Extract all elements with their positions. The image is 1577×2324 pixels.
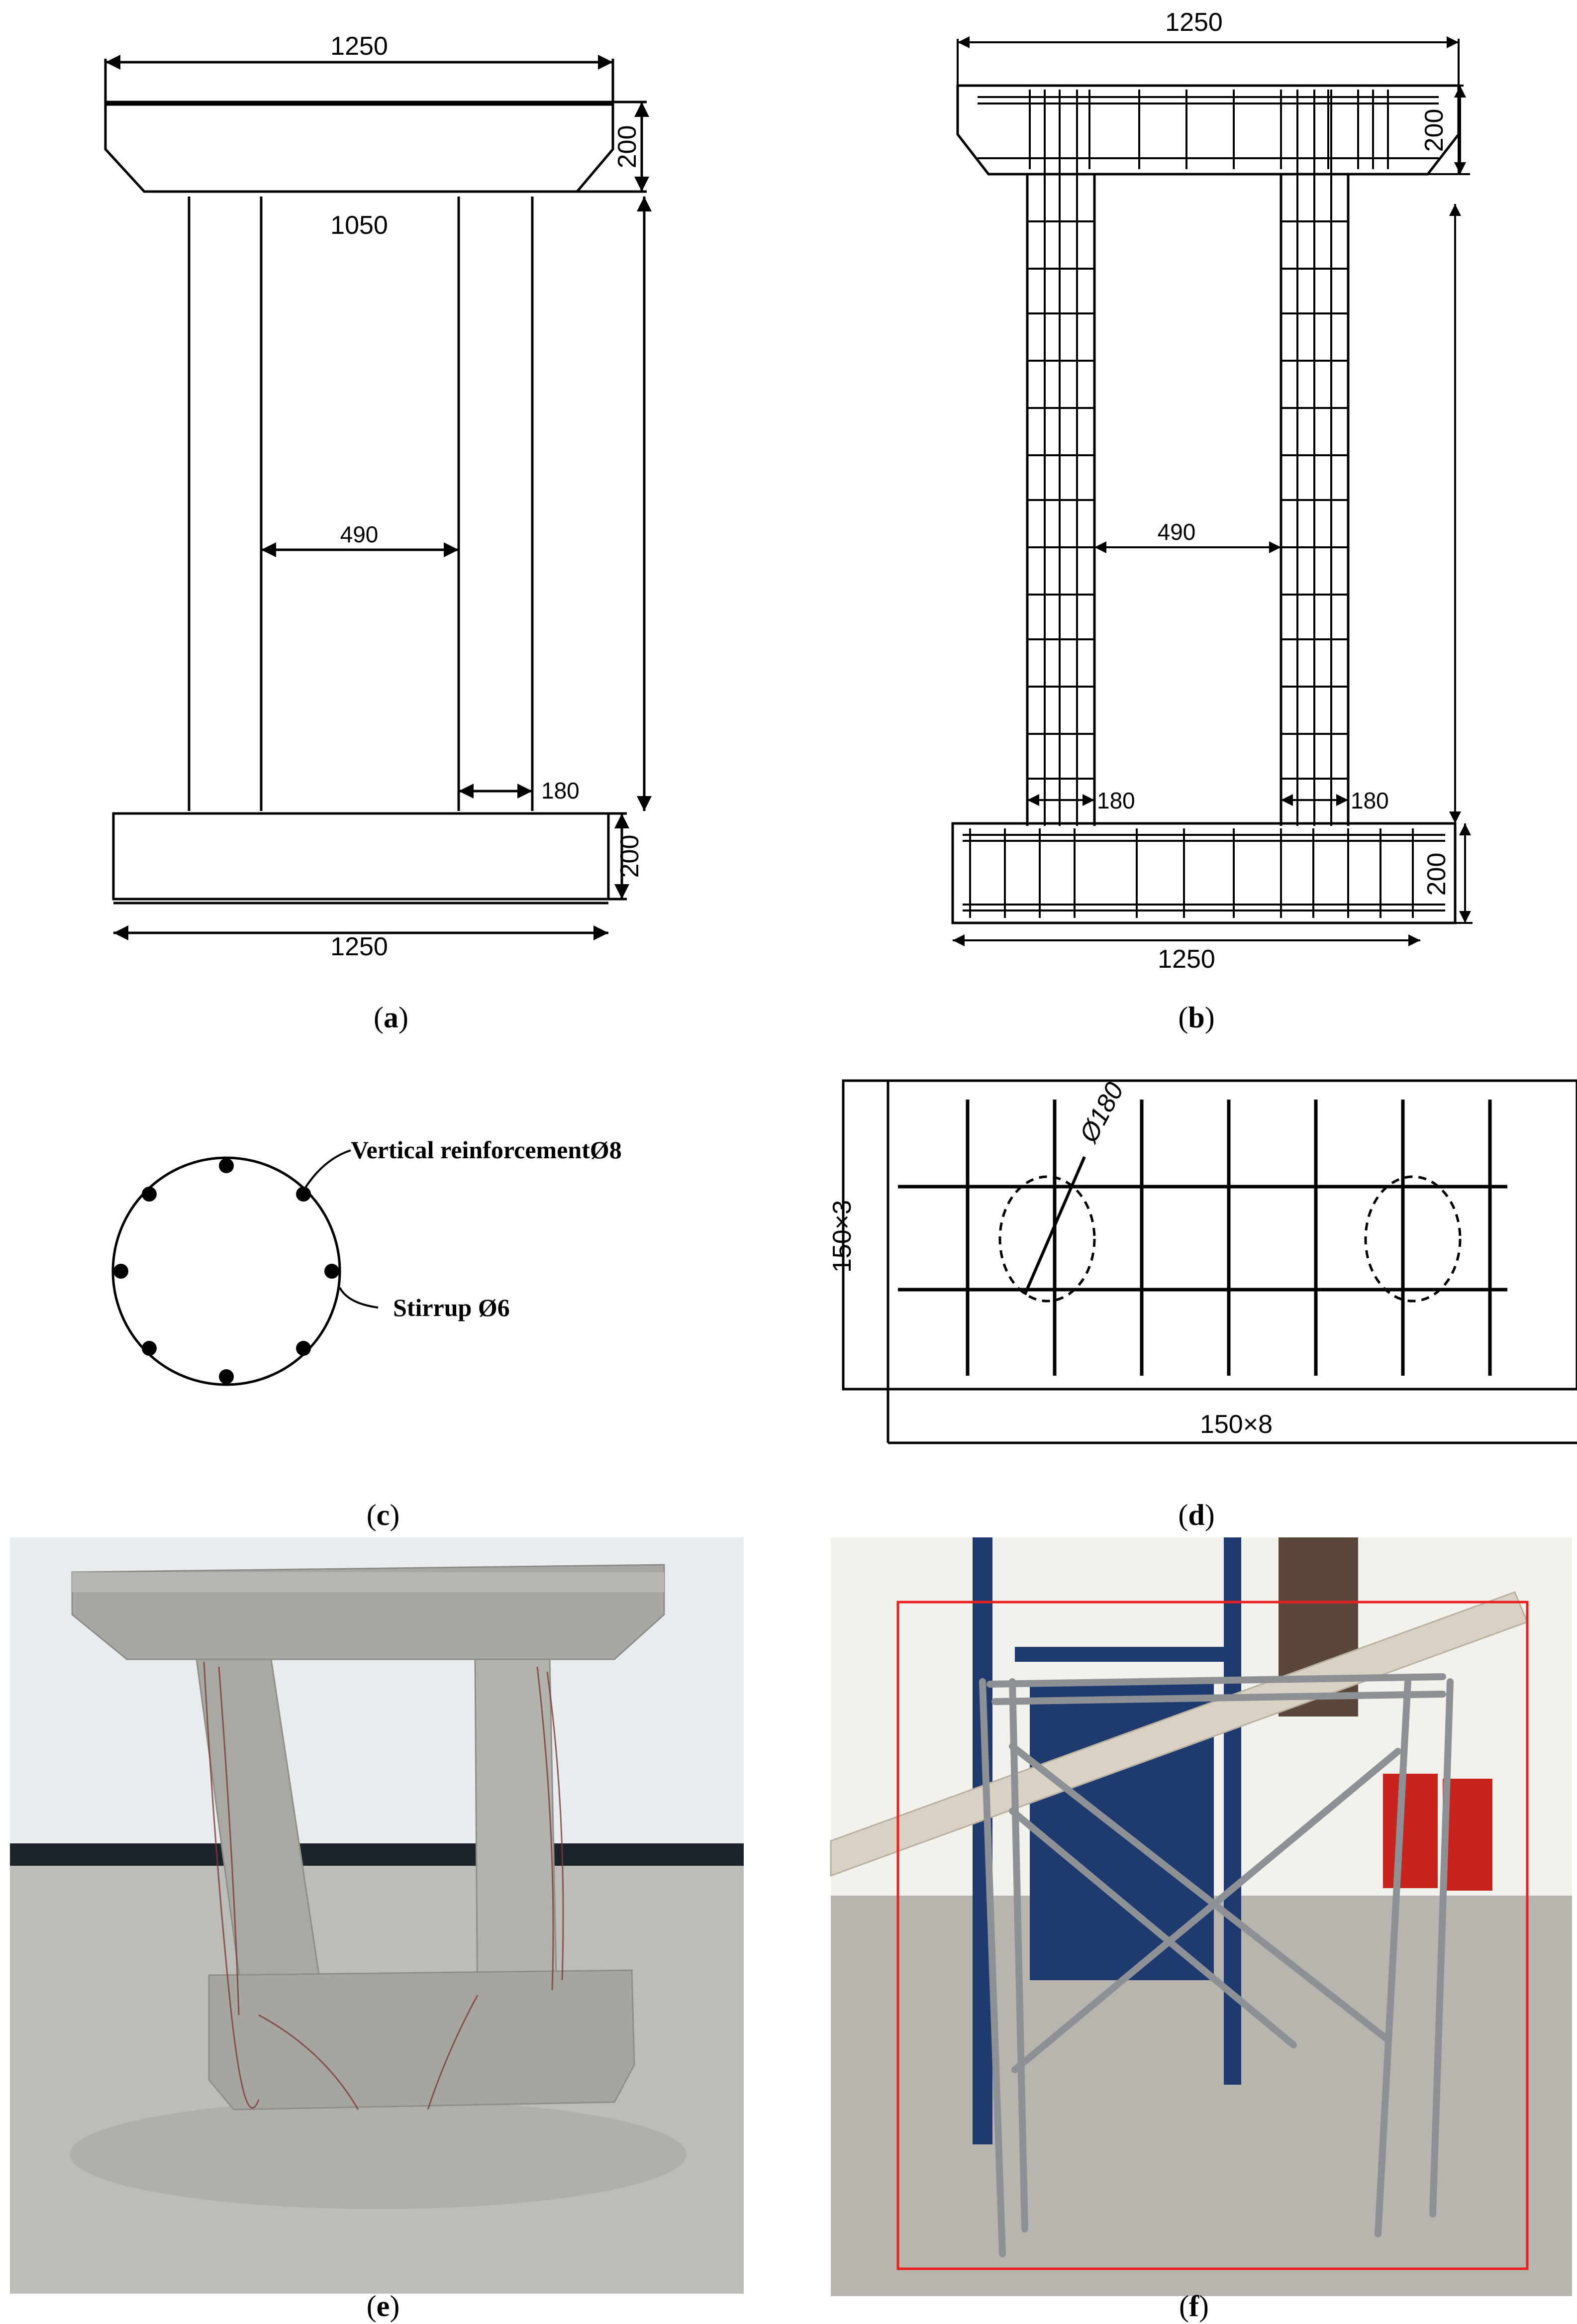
panel-b-dim-gap: 490 (1158, 519, 1196, 545)
panel-a-dim-column: 180 (541, 778, 580, 804)
panel-b-dim-base-height: 200 (1422, 853, 1451, 896)
panel-b-dim-base-width: 1250 (1158, 945, 1215, 974)
column-right-outline (457, 197, 534, 811)
column-left-cage (1026, 90, 1096, 826)
panel-b-dim-column-left: 180 (1097, 788, 1135, 813)
column-left-outline (188, 197, 263, 811)
panel-d-mesh-plan (842, 1079, 1577, 1444)
panel-a-dim-inner-width: 1050 (330, 211, 388, 240)
base-outline (112, 812, 610, 905)
panel-a-dim-base-height: 200 (615, 835, 644, 878)
column-footprint-right (1364, 1175, 1462, 1303)
panel-b-dim-top-height: 200 (1420, 109, 1449, 152)
column-right-cage (1280, 90, 1350, 826)
panel-d-dim-horizontal: 150×8 (1200, 1410, 1273, 1439)
panel-a-elevation-drawing (104, 55, 652, 940)
panel-a-dim-gap: 490 (340, 521, 379, 547)
panel-a-dim-top-height: 200 (613, 125, 642, 169)
cap-beam-outline (104, 101, 614, 193)
panel-c-cross-section (111, 1149, 379, 1386)
panel-b-dim-column-right: 180 (1351, 788, 1389, 813)
panel-d-caption: (d) (1178, 1499, 1214, 1531)
panel-e-caption: (e) (367, 2290, 400, 2323)
panel-a-caption: (a) (374, 1001, 408, 1034)
panel-f-caption: (f) (1179, 2290, 1209, 2323)
panel-d-dim-diameter: Ø180 (1074, 1078, 1129, 1148)
panel-b-caption: (b) (1178, 1001, 1214, 1034)
panel-a-dim-top-width: 1250 (330, 32, 388, 61)
panel-e-specimen-photo (10, 1537, 744, 2294)
base-cage (951, 822, 1457, 924)
panel-c-caption: (c) (367, 1499, 400, 1531)
panel-b-dim-top-width: 1250 (1165, 8, 1223, 37)
panel-c-label-vertical: Vertical reinforcementØ8 (351, 1136, 622, 1164)
panel-a-dim-base-width: 1250 (330, 932, 388, 961)
column-footprint-left (998, 1175, 1096, 1303)
panel-b-reinforcement-drawing (951, 36, 1473, 946)
panel-d-dim-vertical: 150×3 (828, 1200, 857, 1273)
panel-c-label-stirrup: Stirrup Ø6 (393, 1294, 510, 1321)
panel-f-loading-frame-photo (830, 1537, 1572, 2296)
rebar-dots (113, 1158, 339, 1384)
